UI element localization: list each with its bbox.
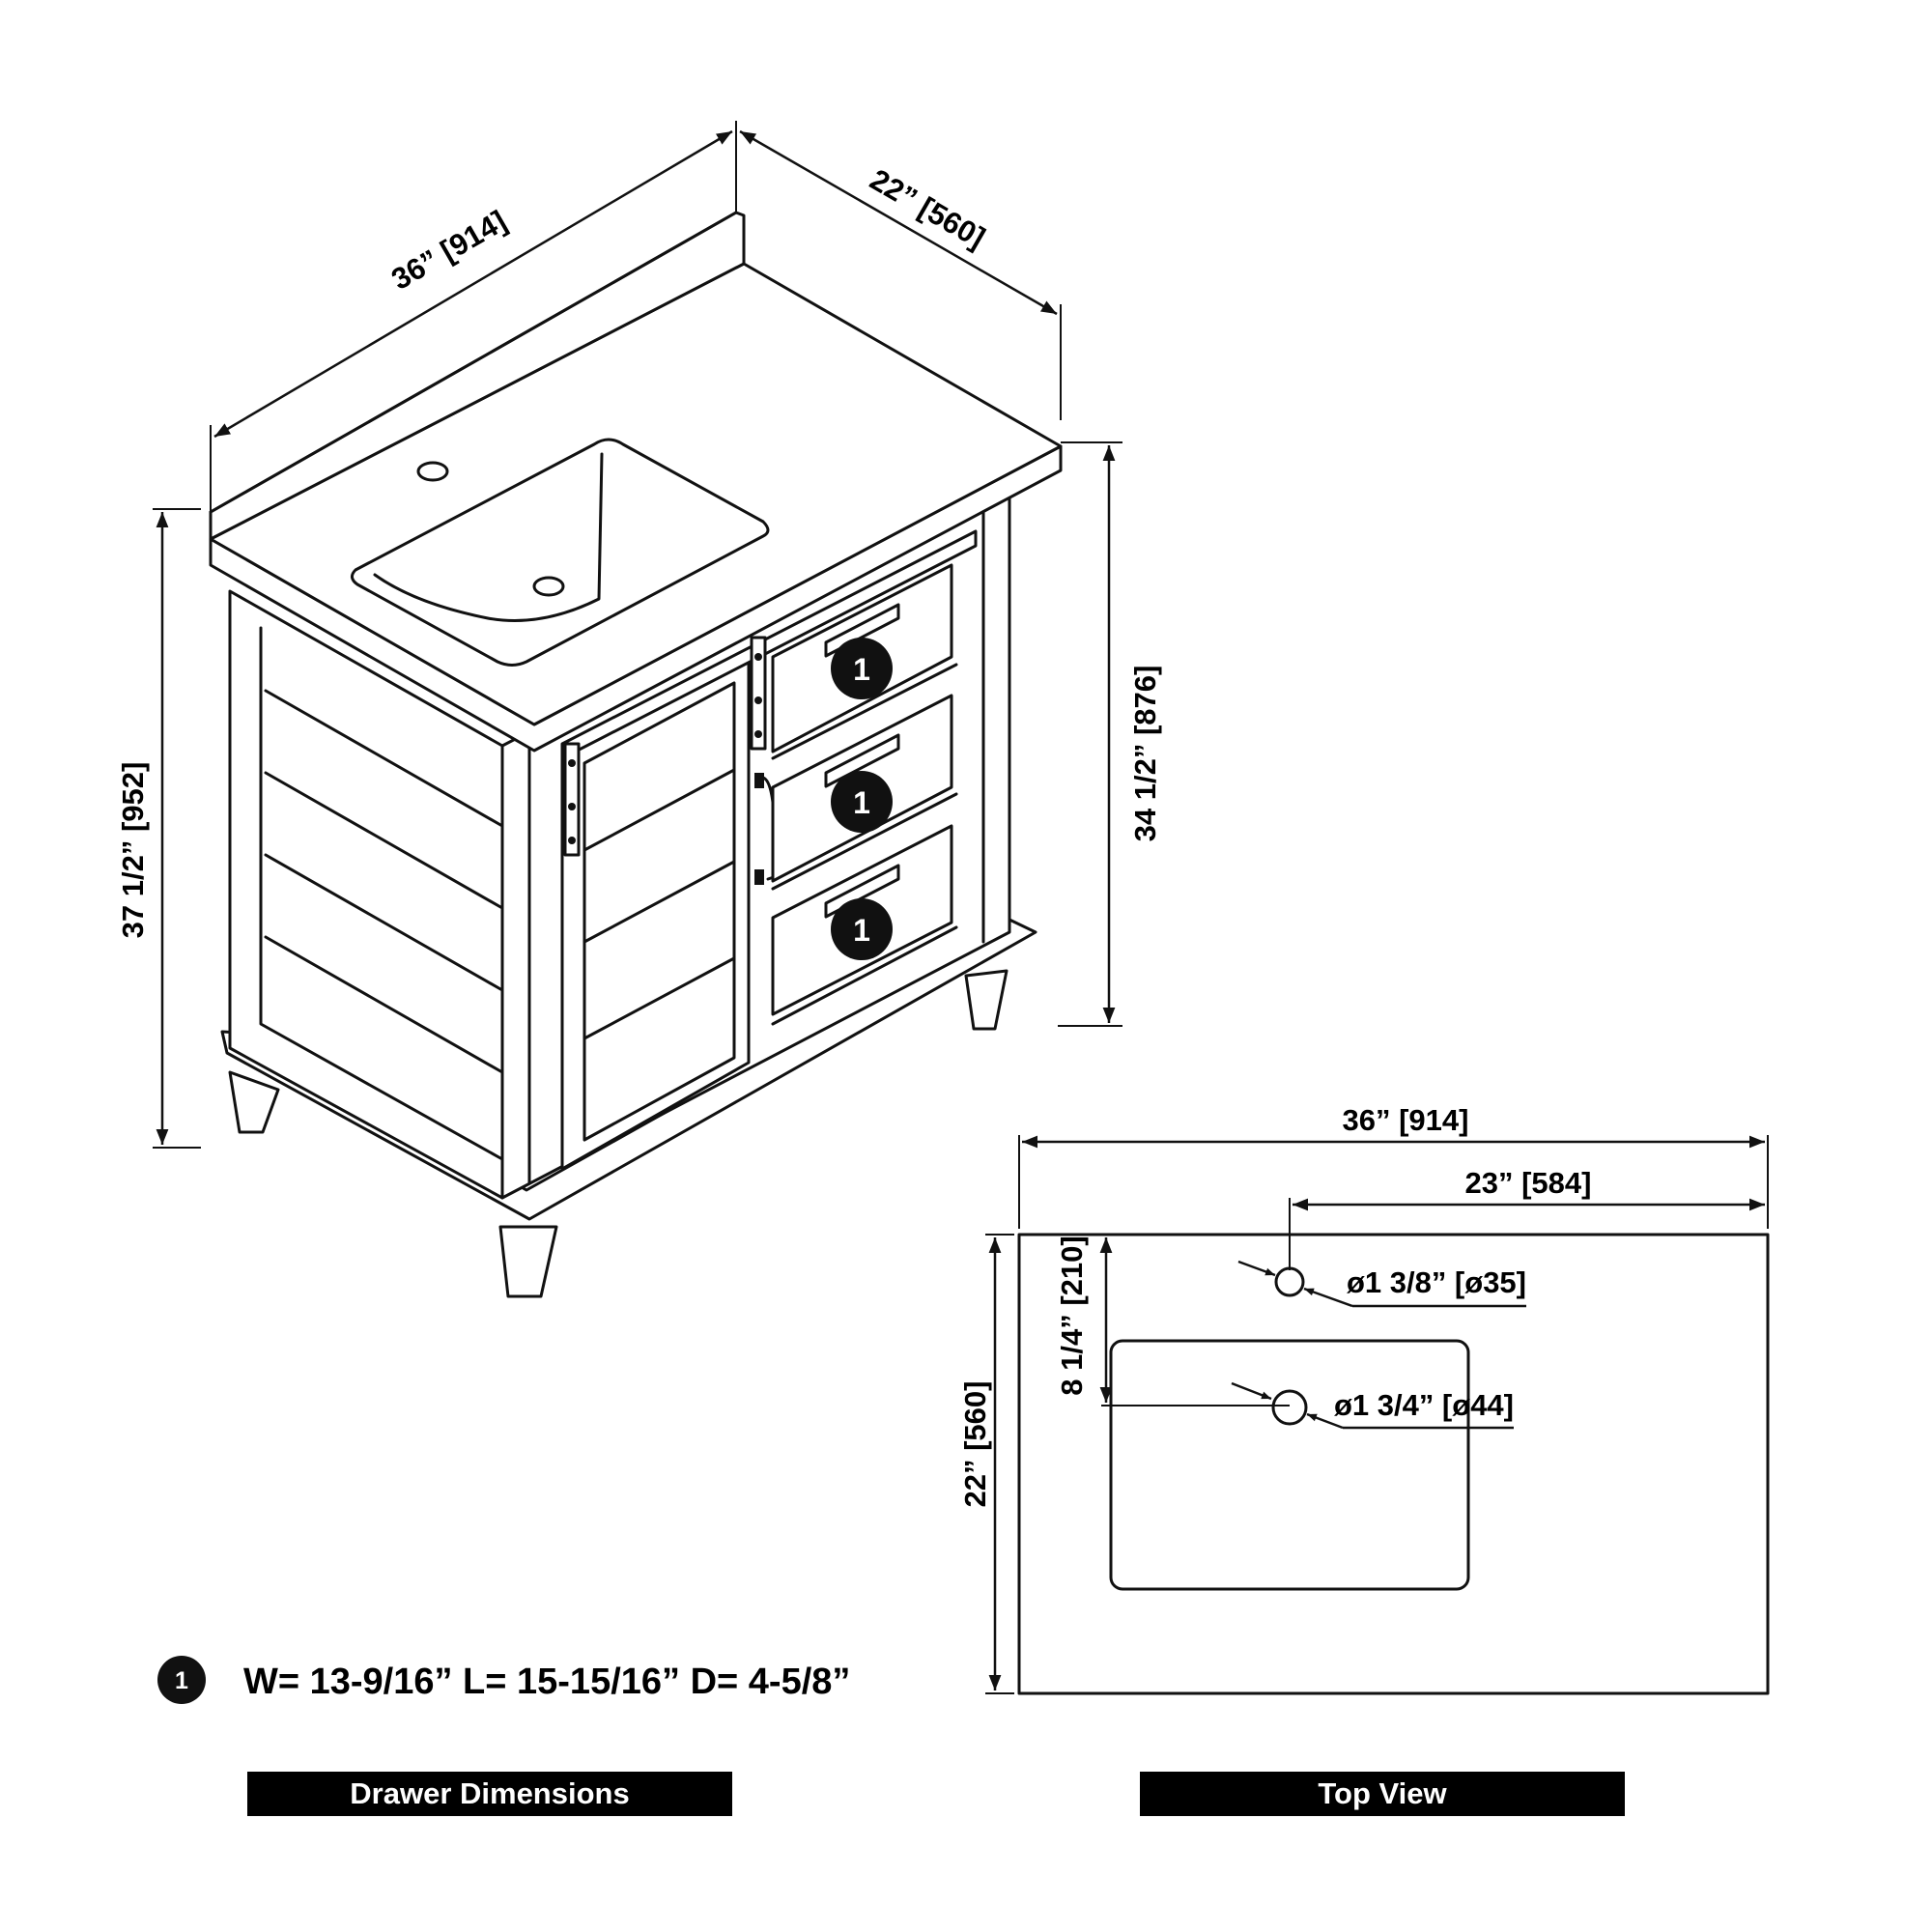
drawer-pull-top[interactable] (824, 603, 900, 658)
dim-counter-height-label: 34 1/2” [876] (1128, 666, 1162, 842)
vanity-perspective-view: 1 1 1 36” [914] 22” (116, 121, 1162, 1298)
side-slat-line-2 (264, 771, 504, 910)
door-slat-2 (582, 860, 736, 944)
drain-hole (532, 576, 565, 597)
drawer-pull-middle[interactable] (824, 733, 900, 788)
dim-overall-height-label: 37 1/2” [952] (116, 762, 150, 939)
top-view: 36” [914] 23” [584] 22” [560] 8 1/4” [21… (958, 1103, 1770, 1695)
side-slat-line-3 (264, 853, 504, 992)
dim-sink-offset: 8 1/4” [210] (1055, 1236, 1290, 1406)
drawer-note-marker-label: 1 (175, 1667, 188, 1694)
sink-basin-inner (373, 452, 604, 622)
dim-depth-perspective-label: 22” [560] (865, 162, 991, 255)
rear-right-leg (964, 969, 1009, 1031)
door-inner-frame (582, 681, 736, 1142)
dim-width-top: 36” [914] (1018, 1103, 1769, 1229)
dim-depth-top-label: 22” [560] (958, 1381, 992, 1508)
top-view-drain-hole (1271, 1389, 1308, 1426)
drawer-rail-2 (771, 792, 958, 891)
section-banner-top-view: Top View (1140, 1772, 1625, 1816)
side-panel-inner-frame (259, 626, 504, 1161)
callout-drain-hole: ø1 3/4” [ø44] (1231, 1381, 1514, 1430)
section-banner-top-view-label: Top View (1318, 1776, 1447, 1810)
drawer-marker-top-label: 1 (853, 652, 870, 687)
drawer-marker-middle: 1 (831, 771, 893, 833)
front-left-leg (228, 1070, 280, 1134)
drawer-marker-top: 1 (831, 638, 893, 699)
section-banner-drawer-dimensions: Drawer Dimensions (247, 1772, 732, 1816)
drawer-marker-middle-label: 1 (853, 785, 870, 820)
drawer-note: 1 W= 13-9/16” L= 15-15/16” D= 4-5/8” (157, 1656, 850, 1704)
section-banner-drawer-dimensions-label: Drawer Dimensions (350, 1776, 630, 1810)
door-slat-3 (582, 956, 736, 1040)
side-slat-line-4 (264, 935, 504, 1074)
sink-basin-outline (351, 438, 770, 667)
callout-drain-hole-label: ø1 3/4” [ø44] (1334, 1388, 1514, 1422)
callout-faucet-hole-label: ø1 3/8” [ø35] (1347, 1265, 1526, 1299)
drawer-marker-bottom-label: 1 (853, 913, 870, 948)
faucet-hole (416, 461, 449, 482)
dim-depth-top: 22” [560] (958, 1234, 1014, 1694)
drawer-marker-bottom: 1 (831, 898, 893, 960)
dim-counter-height: 34 1/2” [876] (1058, 441, 1162, 1027)
dim-sink-offset-label: 8 1/4” [210] (1055, 1236, 1089, 1395)
drawer-note-text: W= 13-9/16” L= 15-15/16” D= 4-5/8” (243, 1662, 850, 1702)
dim-faucet-offset-label: 23” [584] (1465, 1166, 1592, 1200)
drawer-rail-1 (771, 663, 958, 760)
top-view-sink-outline (1109, 1339, 1470, 1591)
callout-faucet-hole: ø1 3/8” [ø35] (1237, 1260, 1526, 1308)
dim-faucet-offset: 23” [584] (1289, 1166, 1765, 1270)
front-center-leg (498, 1225, 558, 1298)
dim-width-perspective-label: 36” [914] (385, 204, 512, 297)
dim-width-top-label: 36” [914] (1343, 1103, 1469, 1137)
drawer-pull-bottom[interactable] (824, 864, 900, 919)
side-slat-line-1 (264, 689, 504, 828)
dim-overall-height: 37 1/2” [952] (116, 508, 201, 1149)
door-slat-1 (582, 768, 736, 852)
door-hanger-right (750, 636, 767, 751)
drawer-note-marker (157, 1656, 206, 1704)
barn-door-rail (560, 529, 978, 760)
drawer-rail-3 (771, 925, 958, 1026)
top-view-faucet-hole (1274, 1266, 1305, 1297)
door-hanger-left (563, 742, 581, 857)
